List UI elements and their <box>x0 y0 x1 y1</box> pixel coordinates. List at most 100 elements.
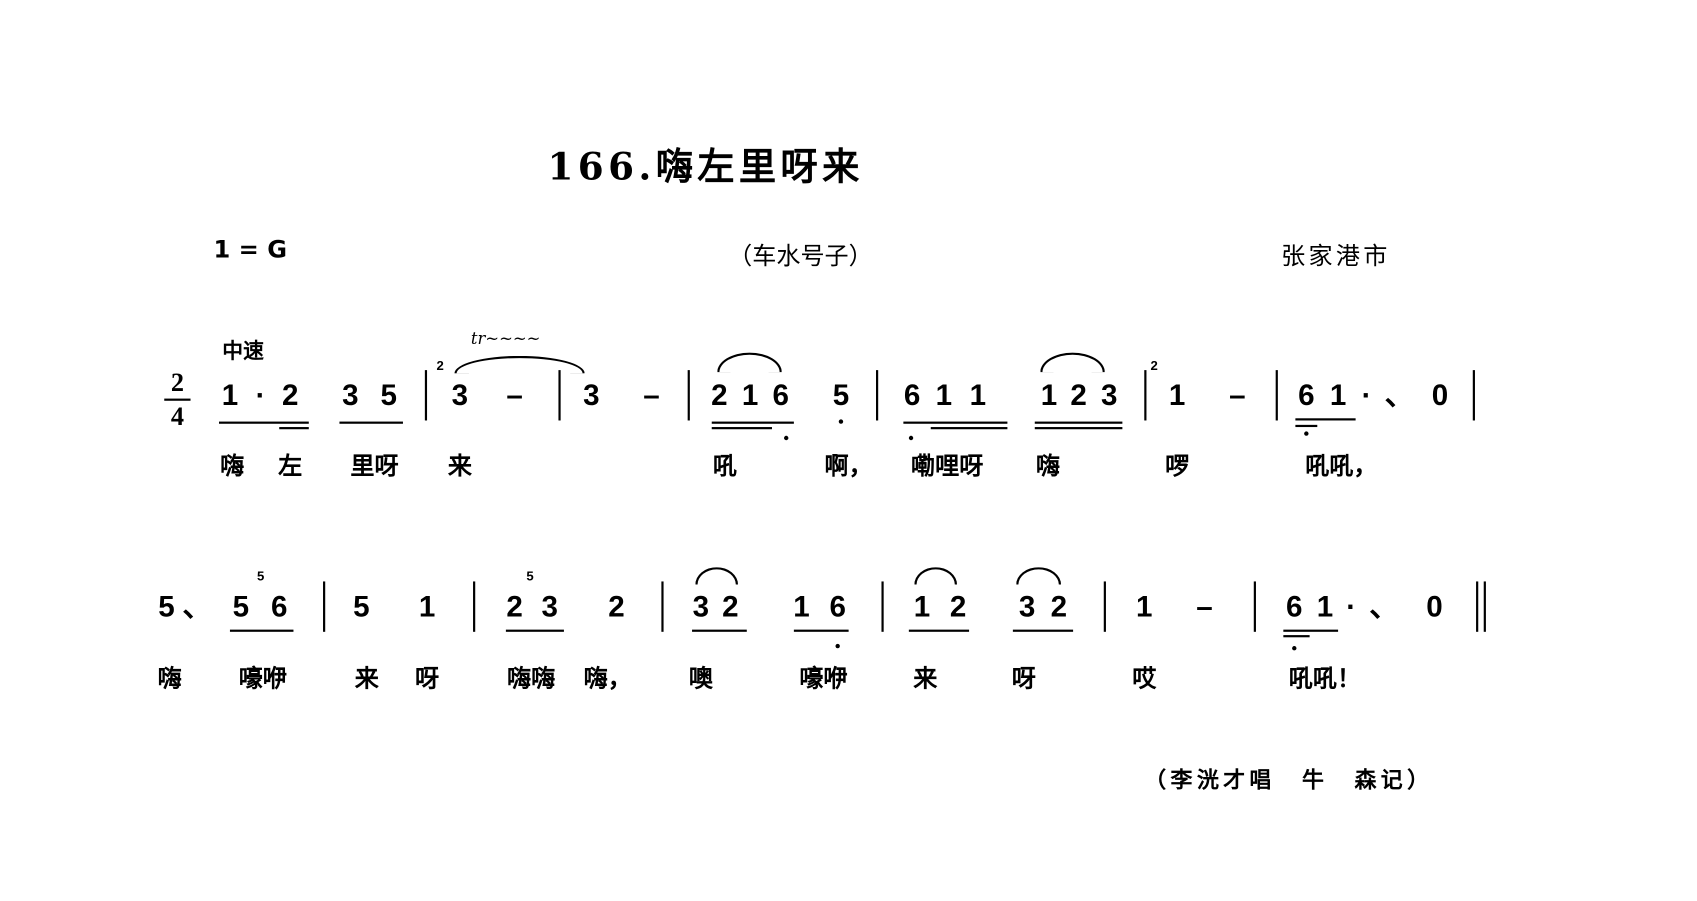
beam-underline <box>1034 427 1123 430</box>
note: · <box>255 378 266 412</box>
beam-underline <box>229 629 294 632</box>
beam-underline <box>930 427 1008 430</box>
barline <box>1483 581 1486 632</box>
note: 5 <box>353 590 370 624</box>
lyric: 嚎咿 <box>799 665 848 694</box>
time-signature-top: 2 <box>170 369 184 398</box>
note: · <box>1346 590 1357 624</box>
lyric: 嗨 <box>1035 453 1060 481</box>
barline <box>1472 370 1475 421</box>
note: 1 <box>1136 590 1153 624</box>
slur <box>695 567 739 585</box>
note: 1 <box>793 590 810 624</box>
slur <box>717 352 782 373</box>
note: 1 <box>935 378 953 412</box>
beam-underline <box>1034 421 1123 424</box>
note: 1 <box>913 590 931 624</box>
note: 2 <box>281 378 299 412</box>
beam-underline <box>908 629 970 632</box>
beam-underline <box>711 427 772 430</box>
note: 1 <box>741 378 759 412</box>
beam-underline <box>1283 635 1310 638</box>
beam-underline <box>692 629 747 632</box>
lyric: 嗨 <box>157 665 182 694</box>
note: 5 <box>832 378 850 412</box>
octave-dot <box>838 419 844 424</box>
barline <box>558 370 561 421</box>
lyric: 嗨， <box>583 665 632 694</box>
note: 6 <box>903 378 921 412</box>
song-title: 166.嗨左里呀来 <box>547 145 864 190</box>
note: 、 <box>182 590 212 624</box>
lyric: 嘞哩呀 <box>911 453 984 481</box>
note: 5 <box>380 378 397 412</box>
grace-note: 5 <box>256 568 265 584</box>
note: 2 <box>1050 590 1068 624</box>
time-signature-bottom: 4 <box>170 402 184 432</box>
note: 6 <box>270 590 288 624</box>
note: 3 <box>1101 378 1118 412</box>
barline <box>1275 370 1278 421</box>
genre-label: （车水号子） <box>728 243 873 271</box>
barline <box>1103 581 1106 632</box>
note: 、 <box>1369 590 1399 624</box>
lyric: 哎 <box>1132 665 1157 694</box>
credit-line: （李洸才唱 牛 森记） <box>1144 766 1434 793</box>
tempo-marking: 中速 <box>222 339 264 364</box>
note: 3 <box>342 378 359 412</box>
octave-dot <box>835 643 840 649</box>
beam-underline <box>1295 424 1318 428</box>
note: 1 <box>221 378 239 412</box>
lyric: 吼 <box>712 453 737 481</box>
lyric: 里呀 <box>350 453 399 481</box>
note: 1 <box>969 378 987 412</box>
barline <box>1253 581 1256 632</box>
beam-underline <box>339 421 403 424</box>
lyric: 啰 <box>1165 453 1190 481</box>
lyric: 嗨嗨 <box>506 665 556 694</box>
slur <box>1040 352 1105 373</box>
lyric: 噢 <box>688 665 713 694</box>
barline <box>687 370 690 421</box>
note: 5 <box>232 590 250 624</box>
octave-dot <box>908 435 914 441</box>
note: 2 <box>949 590 967 624</box>
key-signature: 1 = G <box>213 236 288 264</box>
note: 3 <box>583 378 600 412</box>
region-label: 张家港市 <box>1281 243 1391 271</box>
barline <box>473 581 476 632</box>
octave-dot <box>1292 646 1297 651</box>
beam-underline <box>219 421 309 424</box>
note: 6 <box>1298 378 1315 412</box>
slur <box>454 355 585 374</box>
lyric: 来 <box>354 665 379 694</box>
barline <box>323 581 326 632</box>
note: 6 <box>772 378 789 412</box>
note: – <box>506 378 523 412</box>
barline <box>1144 370 1147 421</box>
barline <box>661 581 664 632</box>
barline <box>1476 581 1479 632</box>
lyric: 呀 <box>1011 665 1036 694</box>
note: 3 <box>692 590 710 624</box>
slur <box>1016 567 1062 585</box>
note: 2 <box>1070 378 1087 412</box>
lyric: 左 <box>278 453 303 481</box>
lyric: 吼吼！ <box>1288 665 1362 694</box>
note: 2 <box>711 378 728 412</box>
note: 6 <box>829 590 846 624</box>
octave-dot <box>784 435 789 441</box>
grace-note: 5 <box>526 568 534 584</box>
lyric: 呀 <box>414 665 440 694</box>
note: 2 <box>608 590 625 624</box>
note: 3 <box>1018 590 1036 624</box>
beam-underline <box>1295 418 1356 421</box>
note: 、 <box>1384 378 1415 412</box>
grace-note: 2 <box>436 358 444 374</box>
beam-underline <box>793 629 849 632</box>
note: 1 <box>1040 378 1058 412</box>
beam-underline <box>903 421 1008 424</box>
note: 5 <box>158 590 175 624</box>
note: 0 <box>1431 378 1449 412</box>
